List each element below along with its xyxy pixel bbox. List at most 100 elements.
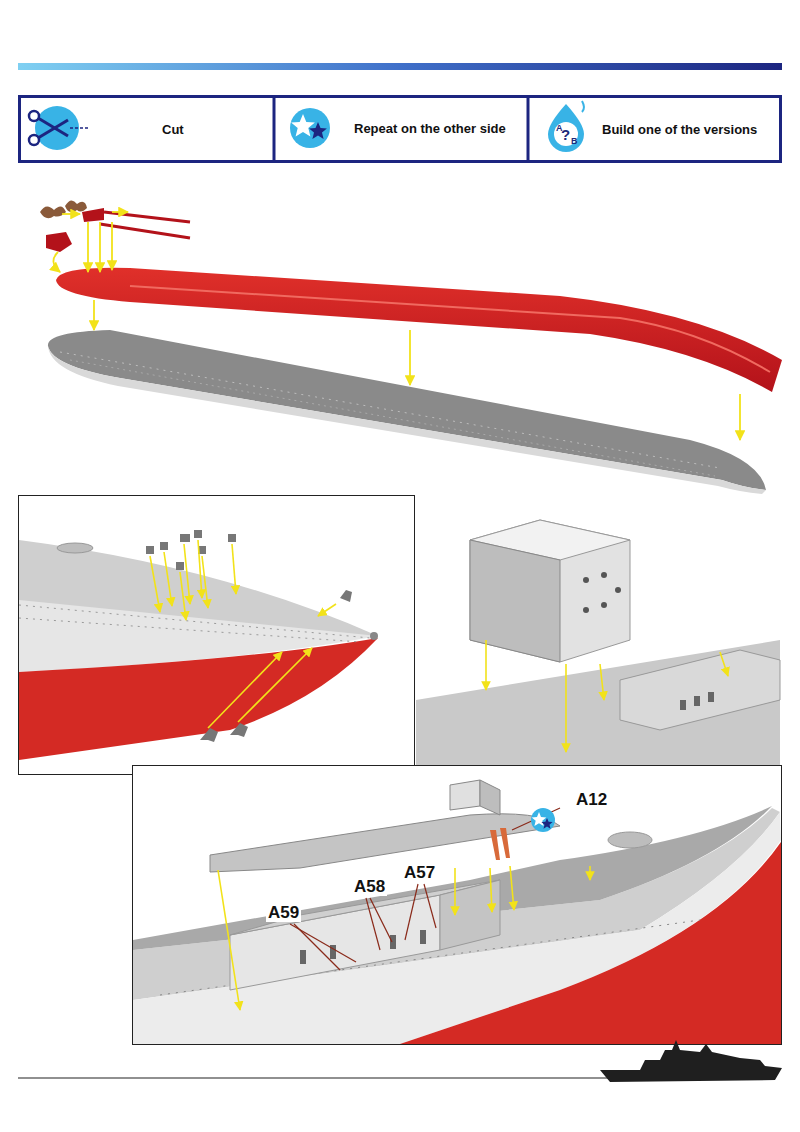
assembly-arrows xyxy=(111,222,113,270)
assembly-arrows xyxy=(53,212,740,440)
legend-text: Cut xyxy=(162,122,184,137)
assembly-arrows xyxy=(490,868,492,912)
leader-lines xyxy=(290,808,560,970)
legend-frame xyxy=(20,96,781,162)
icon-letter: ? xyxy=(561,127,570,142)
assembly-arrows xyxy=(486,640,728,752)
main-hull-detail xyxy=(133,812,781,1044)
version-icon xyxy=(554,122,578,146)
hull-upper-part xyxy=(56,268,782,392)
assembly-arrows xyxy=(150,540,336,728)
main-hull-detail xyxy=(400,842,781,1044)
superstructure-detail xyxy=(601,602,607,608)
bow-detail xyxy=(19,618,360,642)
assembly-arrows xyxy=(232,544,236,594)
bow-detail xyxy=(19,605,370,638)
cut-icon xyxy=(70,127,90,129)
bow-detail xyxy=(340,590,352,602)
bow-detail xyxy=(160,542,168,550)
rudder-propeller-parts xyxy=(104,212,190,222)
repeat-icon xyxy=(290,108,330,148)
main-hull-detail xyxy=(300,950,306,964)
assembly-arrows xyxy=(184,544,190,604)
assembly-arrows xyxy=(99,222,101,272)
assembly-arrows xyxy=(454,868,456,915)
part-number: A59 xyxy=(266,904,301,922)
superstructure-detail xyxy=(416,640,780,765)
legend-frame xyxy=(20,97,781,162)
assembly-arrows xyxy=(218,870,240,1010)
legend-text: Repeat on the other side xyxy=(354,121,506,136)
bow-detail xyxy=(176,562,184,570)
main-hull-detail xyxy=(420,930,426,944)
hull-lower-part xyxy=(70,360,715,476)
assembly-arrows xyxy=(510,866,514,910)
part-number: A58 xyxy=(352,878,387,896)
assembly-arrows xyxy=(720,652,728,676)
bow-detail xyxy=(230,723,248,737)
bow-detail xyxy=(194,530,202,538)
main-hull-detail xyxy=(133,806,781,1044)
part-number: A12 xyxy=(574,791,609,809)
assembly-arrows xyxy=(218,866,590,1010)
assembly-arrows xyxy=(409,330,411,385)
repeat-icon xyxy=(541,818,552,829)
repeat-icon xyxy=(531,808,555,832)
superstructure-detail xyxy=(615,587,621,593)
legend-frame xyxy=(273,96,276,162)
cut-icon xyxy=(29,111,39,121)
superstructure-detail xyxy=(620,650,780,730)
assembly-arrows xyxy=(150,556,160,612)
rudder-propeller-parts xyxy=(40,200,190,252)
assembly-arrows xyxy=(600,664,604,700)
superstructure-detail xyxy=(680,700,686,710)
repeat-icon xyxy=(291,114,315,137)
bow-detail xyxy=(146,530,236,570)
hull-lower-part xyxy=(48,330,766,490)
superstructure-detail xyxy=(470,520,630,662)
main-hull-detail xyxy=(608,832,652,848)
assembly-arrows xyxy=(565,664,567,752)
rudder-propeller-parts xyxy=(82,208,104,222)
version-icon xyxy=(548,101,584,152)
assembly-arrows xyxy=(318,604,336,616)
leader-lines xyxy=(405,884,418,940)
assembly-arrows xyxy=(93,300,95,330)
rudder-propeller-parts xyxy=(65,200,87,212)
assembly-arrows xyxy=(202,556,208,608)
hull-upper-part xyxy=(130,286,770,372)
legend-text: Build one of the versions xyxy=(602,122,757,137)
hull-lower-part xyxy=(60,352,720,468)
superstructure-detail xyxy=(416,520,780,765)
cut-icon xyxy=(38,118,68,136)
icon-letter: B xyxy=(571,137,578,146)
leader-lines xyxy=(370,898,392,942)
upper-deck-part xyxy=(480,780,500,815)
bow-detail xyxy=(19,638,378,760)
bow-detail xyxy=(200,728,218,742)
legend-frame xyxy=(527,96,530,162)
hull-upper-part xyxy=(56,268,782,392)
cut-icon xyxy=(38,120,68,138)
superstructure-detail xyxy=(601,572,607,578)
upper-deck-part xyxy=(210,814,560,872)
bow-detail xyxy=(370,632,378,640)
assembly-arrows xyxy=(180,572,186,620)
rudder-propeller-parts xyxy=(40,206,66,218)
repeat-icon xyxy=(290,108,330,148)
bow-detail xyxy=(180,534,190,542)
footer-rule xyxy=(18,1077,610,1078)
superstructure-detail xyxy=(470,540,560,662)
assembly-arrows xyxy=(739,394,741,440)
version-icon xyxy=(582,101,584,112)
main-hull-detail xyxy=(300,930,426,964)
bow-detail xyxy=(146,546,154,554)
assembly-arrows xyxy=(485,640,487,690)
upper-deck-part xyxy=(450,780,480,810)
assembly-arrows xyxy=(589,866,591,880)
part-number: A57 xyxy=(402,864,437,882)
bow-detail xyxy=(19,530,378,760)
cut-icon xyxy=(29,106,90,150)
leader-lines xyxy=(366,898,380,950)
